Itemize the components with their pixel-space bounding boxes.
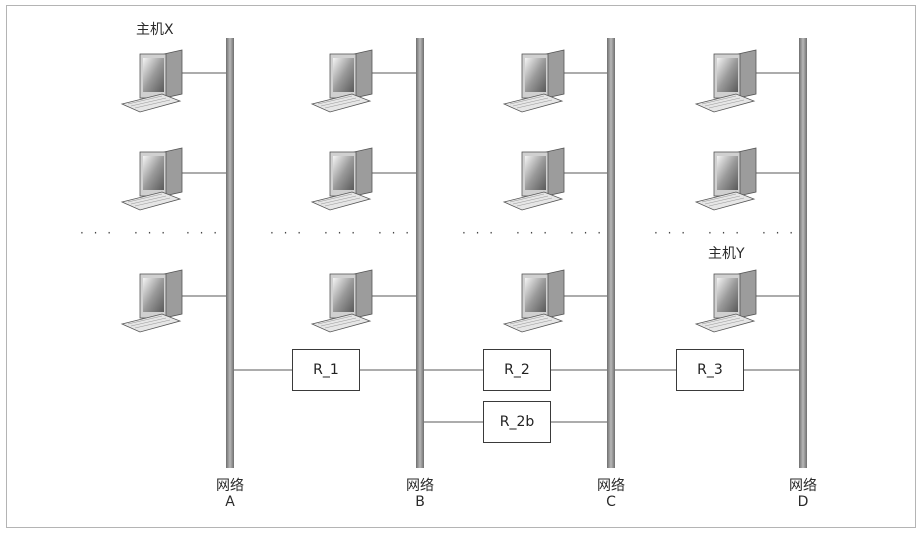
computer-icon — [121, 147, 183, 211]
router-r2: R_2 — [483, 349, 551, 391]
computer-icon — [311, 49, 373, 113]
computer-icon — [121, 269, 183, 333]
computer-icon — [503, 147, 565, 211]
network-c-name: 网络 — [597, 478, 625, 494]
computer-icon — [121, 49, 183, 113]
network-a-letter: A — [225, 494, 235, 510]
ellipsis: · · · — [570, 226, 605, 240]
ellipsis: · · · — [708, 226, 743, 240]
ellipsis: · · · — [80, 226, 115, 240]
ellipsis: · · · — [134, 226, 169, 240]
diagram-frame — [6, 5, 916, 528]
router-r1: R_1 — [292, 349, 360, 391]
computer-icon — [311, 269, 373, 333]
network-b-letter: B — [415, 494, 425, 510]
host-y-label: 主机Y — [708, 246, 745, 262]
network-bus-a — [226, 38, 234, 468]
computer-icon — [503, 49, 565, 113]
network-bus-c — [607, 38, 615, 468]
router-r2b: R_2b — [483, 401, 551, 443]
network-a-name: 网络 — [216, 478, 244, 494]
network-d-name: 网络 — [789, 478, 817, 494]
ellipsis: · · · — [654, 226, 689, 240]
ellipsis: · · · — [762, 226, 797, 240]
computer-icon — [311, 147, 373, 211]
host-x-label: 主机X — [136, 22, 174, 38]
computer-icon — [695, 147, 757, 211]
computer-icon — [695, 49, 757, 113]
ellipsis: · · · — [516, 226, 551, 240]
ellipsis: · · · — [462, 226, 497, 240]
network-d-letter: D — [797, 494, 809, 510]
ellipsis: · · · — [378, 226, 413, 240]
ellipsis: · · · — [324, 226, 359, 240]
computer-icon — [695, 269, 757, 333]
computer-icon — [503, 269, 565, 333]
host-links — [180, 72, 800, 297]
ellipsis: · · · — [270, 226, 305, 240]
network-bus-b — [416, 38, 424, 468]
router-links — [233, 369, 800, 423]
network-c-letter: C — [606, 494, 616, 510]
ellipsis: · · · — [186, 226, 221, 240]
network-bus-d — [799, 38, 807, 468]
network-b-name: 网络 — [406, 478, 434, 494]
router-r3: R_3 — [676, 349, 744, 391]
